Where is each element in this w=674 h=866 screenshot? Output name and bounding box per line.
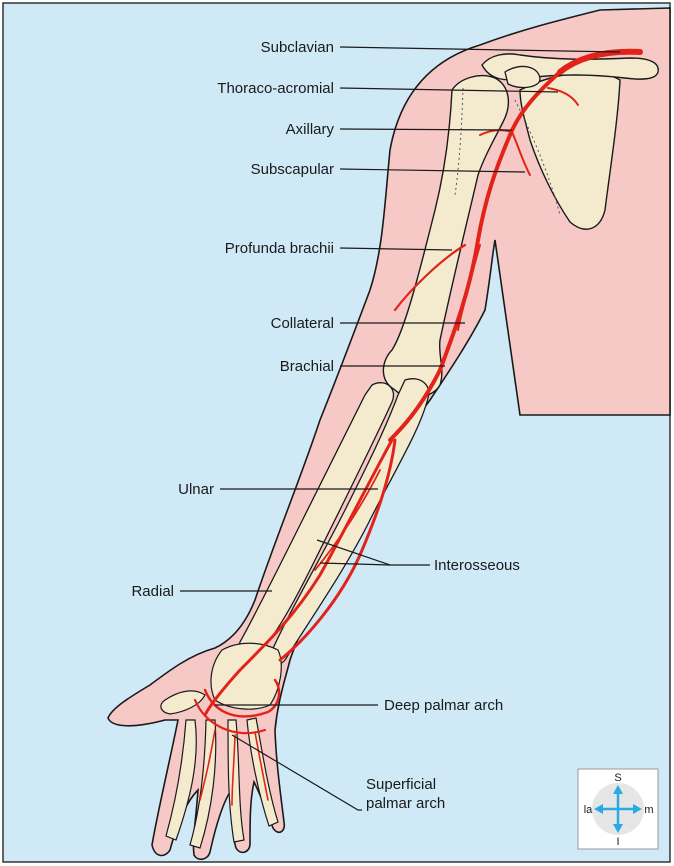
label-ulnar: Ulnar <box>178 481 214 498</box>
label-interosseous: Interosseous <box>434 557 520 574</box>
label-thoraco-acromial: Thoraco-acromial <box>217 80 334 97</box>
label-radial: Radial <box>131 583 174 600</box>
compass-superior: S <box>614 772 621 784</box>
label-superficial-palmar-arch-line1: Superficial <box>366 776 436 793</box>
label-subscapular: Subscapular <box>251 161 334 178</box>
label-collateral: Collateral <box>271 315 334 332</box>
compass-medial: m <box>644 804 653 816</box>
label-deep-palmar-arch: Deep palmar arch <box>384 697 503 714</box>
label-superficial-palmar-arch-line2: palmar arch <box>366 795 445 812</box>
compass-lateral: la <box>584 804 593 816</box>
acromion-bone <box>505 66 540 87</box>
label-axillary: Axillary <box>286 121 335 138</box>
compass-inferior: I <box>616 836 619 848</box>
label-brachial: Brachial <box>280 358 334 375</box>
label-subclavian: Subclavian <box>261 39 334 56</box>
orientation-compass: S I la m <box>578 769 658 849</box>
label-profunda-brachii: Profunda brachii <box>225 240 334 257</box>
